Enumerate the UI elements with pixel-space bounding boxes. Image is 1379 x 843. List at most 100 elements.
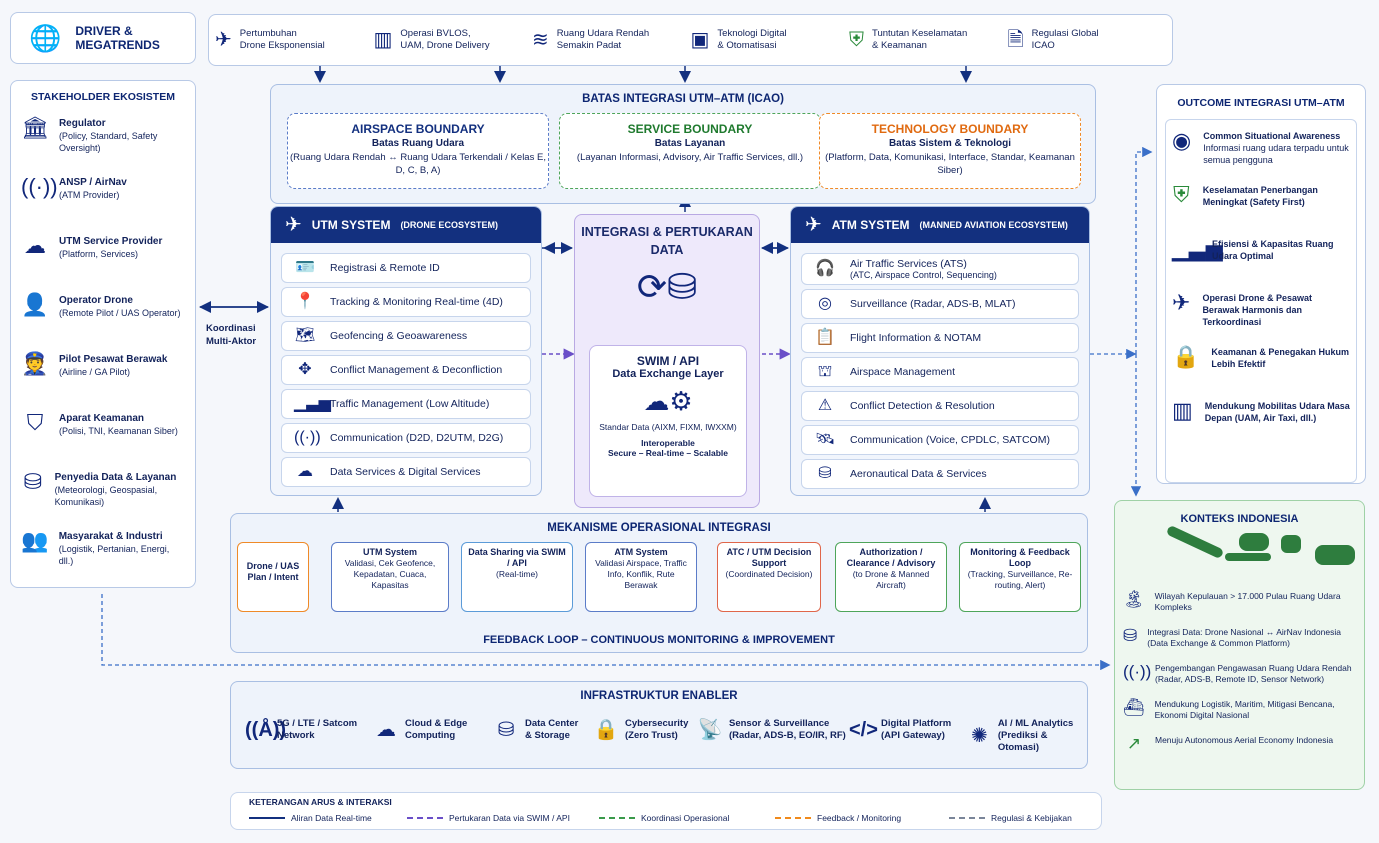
data-integration-panel: INTEGRASI & PERTUKARAN DATA ⟳⛁ SWIM / AP…: [574, 214, 760, 508]
utm-function-row: ☁Data Services & Digital Services: [281, 457, 531, 487]
atm-function-label: Conflict Detection & Resolution: [850, 400, 995, 412]
outcome-desc: Informasi ruang udara terpadu untuk semu…: [1203, 143, 1349, 165]
flow-step-title: Drone / UAS Plan / Intent: [246, 561, 300, 582]
document-globe-icon: 🗎: [1007, 29, 1024, 51]
indonesia-map-icon: [1165, 524, 1355, 581]
stakeholder-desc: (Remote Pilot / UAS Operator): [59, 308, 181, 318]
cloud-icon: ☁: [297, 463, 313, 480]
cloud-icon: ☁: [376, 719, 396, 741]
utm-function-row: ▁▃▅Traffic Management (Low Altitude): [281, 389, 531, 419]
signal-icon: ((·)): [1123, 662, 1152, 681]
satellite-icon: 🛰: [814, 431, 836, 448]
utm-system-panel: ✈UTM SYSTEM(DRONE ECOSYSTEM) 🪪Registrasi…: [270, 206, 542, 496]
island-icon: 🏝: [1123, 590, 1145, 609]
interoperable-label: Interoperable: [641, 438, 695, 448]
stakeholder-desc: (Meteorologi, Geospasial, Komunikasi): [54, 485, 158, 507]
stakeholder-name: Aparat Keamanan: [59, 413, 145, 424]
mechanism-title: MEKANISME OPERASIONAL INTEGRASI: [547, 522, 771, 534]
atm-function-label: Airspace Management: [850, 366, 956, 378]
legend-item: Feedback / Monitoring: [775, 813, 901, 823]
drivers-title: DRIVER & MEGATRENDS: [75, 24, 160, 52]
outcome-label: Operasi Drone & Pesawat Berawak Harmonis…: [1202, 293, 1312, 327]
infra-item: </>Digital Platform(API Gateway): [849, 718, 951, 742]
legend-label: Feedback / Monitoring: [817, 813, 902, 823]
utm-system-subtitle: (DRONE ECOSYSTEM): [400, 220, 498, 230]
flow-step: Drone / UAS Plan / Intent: [237, 542, 309, 612]
legend-panel: KETERANGAN ARUS & INTERAKSI Aliran Data …: [230, 792, 1102, 830]
technology-boundary-box: TECHNOLOGY BOUNDARY Batas Sistem & Tekno…: [819, 113, 1081, 189]
stakeholder-item: 🏛Regulator(Policy, Standard, Safety Over…: [21, 117, 185, 161]
database-icon: ⛁: [818, 465, 832, 482]
legend-item: Aliran Data Real-time: [249, 813, 372, 823]
stakeholder-item: ⛉Aparat Keamanan(Polisi, TNI, Keamanan S…: [21, 412, 185, 456]
driver-label: Teknologi Digital: [717, 28, 787, 39]
flow-step: Authorization / Clearance / Advisory(to …: [835, 542, 947, 612]
outcome-label: Keselamatan Penerbangan Meningkat (Safet…: [1202, 185, 1318, 207]
stakeholder-desc: (Policy, Standard, Safety Oversight): [58, 131, 158, 153]
outcome-label: Common Situational Awareness: [1203, 131, 1341, 141]
coordination-label: Koordinasi Multi-Aktor: [206, 323, 257, 347]
atm-function-detail: (ATC, Airspace Control, Sequencing): [850, 270, 997, 280]
radar-icon: ◎: [818, 295, 832, 312]
stakeholder-desc: (Polisi, TNI, Keamanan Siber): [59, 426, 178, 436]
service-boundary-desc: (Layanan Informasi, Advisory, Air Traffi…: [576, 152, 804, 163]
tower-signal-icon: ((Å)): [245, 719, 287, 741]
clipboard-icon: 📋: [815, 329, 835, 346]
arrows-icon: ✥: [298, 361, 312, 378]
brain-icon: ✺: [971, 725, 988, 747]
infra-label: Cloud & Edge: [405, 718, 468, 729]
infra-label: Network: [277, 730, 315, 741]
operational-mechanism-panel: MEKANISME OPERASIONAL INTEGRASI Drone / …: [230, 513, 1088, 653]
integration-boundary-panel: BATAS INTEGRASI UTM–ATM (ICAO) AIRSPACE …: [270, 84, 1096, 204]
stakeholder-name: Masyarakat & Industri: [58, 531, 163, 542]
driver-label: UAM, Drone Delivery: [400, 40, 490, 51]
flow-step: ATC / UTM Decision Support(Coordinated D…: [717, 542, 821, 612]
flow-step-desc: (to Drone & Manned Aircraft): [852, 569, 930, 590]
database-icon: ⛁: [497, 719, 515, 741]
utm-function-row: ✥Conflict Management & Deconfliction: [281, 355, 531, 385]
location-pin-icon: 📍: [295, 293, 315, 310]
secure-label: Secure – Real-time – Scalable: [607, 448, 728, 458]
utm-function-label: Tracking & Monitoring Real-time (4D): [330, 296, 503, 308]
stakeholder-item: ☁UTM Service Provider(Platform, Services…: [21, 235, 185, 279]
outcome-panel: OUTCOME INTEGRASI UTM–ATM ◉Common Situat…: [1156, 84, 1366, 484]
legend-item: Koordinasi Operasional: [599, 813, 729, 823]
code-icon: </>: [849, 719, 878, 741]
database-sync-icon: ⟳⛁: [636, 266, 698, 307]
operator-icon: 👤: [21, 292, 49, 317]
legend-line: [249, 817, 285, 819]
flow-step-title: UTM System: [362, 547, 417, 557]
indonesia-title: KONTEKS INDONESIA: [1180, 513, 1299, 525]
outcome-label: Mendukung Mobilitas Udara Masa Depan (UA…: [1204, 401, 1350, 423]
utm-system-title: UTM SYSTEM: [311, 218, 391, 232]
airspace-boundary-desc: (Ruang Udara Rendah ↔ Ruang Udara Terken…: [290, 152, 546, 176]
legend-line: [599, 817, 635, 819]
infra-item: ⛁Data Center& Storage: [493, 718, 579, 742]
stakeholder-item: 👤Operator Drone(Remote Pilot / UAS Opera…: [21, 294, 185, 338]
lock-shield-icon: 🔒: [593, 719, 619, 741]
driver-label: Pertumbuhan: [239, 28, 297, 39]
stakeholder-name: Pilot Pesawat Berawak: [59, 354, 168, 365]
atm-system-header: ✈ATM SYSTEM(MANNED AVIATION ECOSYSTEM): [791, 207, 1089, 243]
flow-step: Data Sharing via SWIM / API(Real-time): [461, 542, 573, 612]
driver-label: Semakin Padat: [556, 40, 622, 51]
legend-item: Regulasi & Kebijakan: [949, 813, 1072, 823]
outcome-item: ✈ Operasi Drone & Pesawat Berawak Harmoni…: [1172, 292, 1350, 328]
atm-function-label: Air Traffic Services (ATS): [850, 258, 967, 270]
indonesia-item: ((·))Pengembangan Pengawasan Ruang Udara…: [1123, 663, 1356, 685]
drone-plane-icon: ✈: [1172, 290, 1191, 315]
flow-step-title: Authorization / Clearance / Advisory: [846, 547, 936, 568]
indonesia-label: Wilayah Kepulauan > 17.000 Pulau Ruang U…: [1154, 591, 1341, 612]
utm-function-row: 🪪Registrasi & Remote ID: [281, 253, 531, 283]
infra-label: (API Gateway): [881, 730, 945, 741]
legend-line: [407, 817, 443, 819]
airspace-boundary-box: AIRSPACE BOUNDARY Batas Ruang Udara (Rua…: [287, 113, 549, 189]
infra-label: Data Center: [525, 718, 579, 729]
infra-label: Sensor & Surveillance: [729, 718, 830, 729]
drone-icon: ✈: [215, 29, 232, 51]
